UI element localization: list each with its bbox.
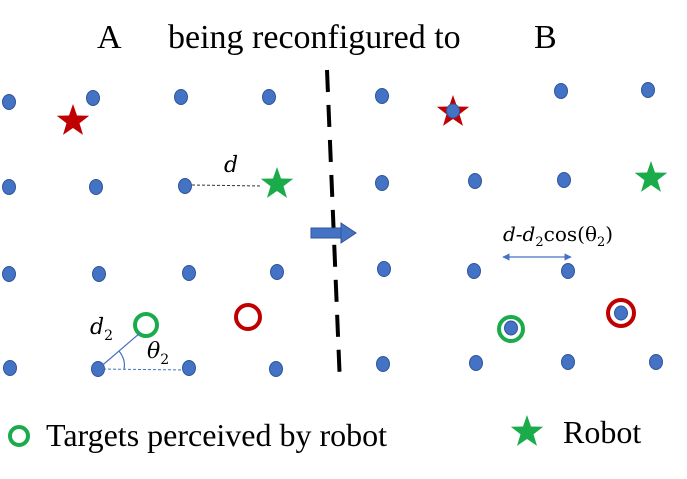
legend-targets-label: Targets perceived by robot xyxy=(46,417,387,453)
point xyxy=(269,361,283,377)
point xyxy=(178,178,192,194)
point xyxy=(377,261,391,277)
point xyxy=(2,266,16,282)
target-circle-red xyxy=(234,303,262,331)
point xyxy=(554,83,568,99)
point xyxy=(375,88,389,104)
header-label-b: B xyxy=(534,19,557,56)
target-circle-green xyxy=(497,315,525,343)
point xyxy=(182,265,196,281)
distance-line xyxy=(191,184,263,187)
point xyxy=(3,360,17,376)
point xyxy=(641,82,655,98)
angle-arc xyxy=(118,350,126,370)
target-circle-green xyxy=(133,312,159,338)
point xyxy=(375,175,389,191)
baseline-dashed xyxy=(97,368,189,371)
point xyxy=(504,320,518,336)
point xyxy=(468,173,482,189)
panel-a-points xyxy=(2,89,284,377)
point xyxy=(614,305,628,321)
point xyxy=(649,354,663,370)
point xyxy=(89,179,103,195)
legend-robot-label: Robot xyxy=(563,414,641,450)
point xyxy=(2,94,16,110)
point xyxy=(467,263,481,279)
legend-robot-star-icon xyxy=(510,415,544,446)
legend-target-circle-icon xyxy=(8,425,30,447)
header-label-a: A xyxy=(97,19,122,56)
point xyxy=(469,355,483,371)
divider-dashed-line xyxy=(325,69,342,385)
header-label-middle: being reconfigured to xyxy=(168,19,461,56)
theta2-label: θ2 xyxy=(147,339,169,368)
point xyxy=(557,172,571,188)
point xyxy=(262,89,276,105)
point xyxy=(561,354,575,370)
point xyxy=(2,179,16,195)
target-circle-red xyxy=(606,298,636,328)
point xyxy=(376,356,390,372)
point xyxy=(561,263,575,279)
formula-label: d-d2cos(θ2) xyxy=(503,222,613,250)
point xyxy=(446,103,460,119)
d2-label: d2 xyxy=(90,315,113,344)
reconfigure-arrow xyxy=(310,222,357,244)
point xyxy=(92,266,106,282)
robot-star-green xyxy=(260,167,294,198)
distance-label: d xyxy=(224,153,238,178)
robot-star-green xyxy=(634,161,668,192)
point xyxy=(86,90,100,106)
point xyxy=(174,89,188,105)
point xyxy=(182,360,196,376)
panel-b-points xyxy=(375,82,663,372)
point xyxy=(270,264,284,280)
target-star-red xyxy=(56,104,90,135)
